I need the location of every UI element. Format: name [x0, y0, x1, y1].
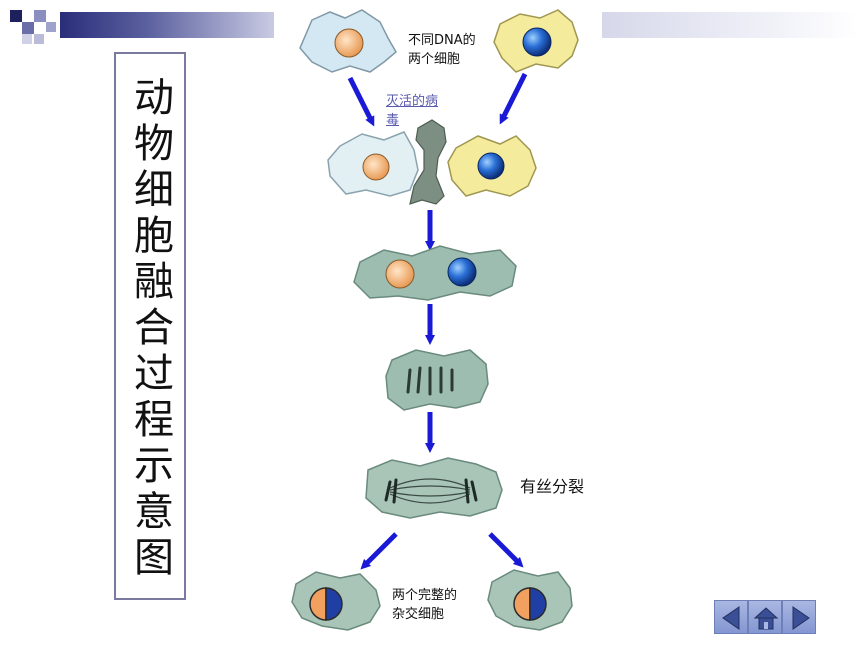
dividing-cell: [365, 457, 503, 519]
arrow-down-left: [347, 76, 375, 127]
fused-cell: [353, 245, 517, 301]
hybrid-cell-left: [291, 571, 381, 631]
label-inactivated-virus[interactable]: 灭活的病 毒: [386, 92, 466, 130]
next-slide-button[interactable]: [782, 600, 816, 634]
cell-two: [493, 9, 579, 73]
header-bar-left: [60, 12, 274, 38]
header-bar-right: [602, 12, 860, 38]
label-hybrid-cells-text: 两个完整的 杂交细胞: [392, 588, 458, 622]
corner-decoration: [10, 10, 56, 44]
label-virus-text: 灭活的病 毒: [386, 94, 439, 128]
slide-navigation: [714, 600, 816, 634]
label-two-cells-text: 不同DNA的 两个细胞: [408, 33, 476, 67]
chromosome-cell: [385, 349, 489, 411]
cell-one: [299, 9, 397, 73]
hybrid-cell-right: [487, 569, 573, 631]
arrow-down-right-bottom: [488, 532, 524, 568]
cell-two-stage-two: [447, 135, 537, 197]
label-two-cells: 不同DNA的 两个细胞: [408, 31, 498, 69]
cell-one-stage-two: [327, 131, 419, 197]
previous-slide-button[interactable]: [714, 600, 748, 634]
label-mitosis: 有丝分裂: [520, 477, 585, 496]
slide-title: 动物细胞融合过程示意图: [127, 76, 173, 582]
triangle-left-icon: [722, 606, 740, 630]
title-box: 动物细胞融合过程示意图: [114, 52, 186, 600]
home-button[interactable]: [748, 600, 782, 634]
arrow-down-right: [499, 72, 528, 125]
inactivated-virus: [409, 119, 447, 205]
home-icon: [753, 607, 779, 630]
triangle-right-icon: [792, 606, 810, 630]
arrow-down-left-bottom: [360, 532, 398, 570]
label-hybrid-cells: 两个完整的 杂交细胞: [392, 586, 482, 624]
